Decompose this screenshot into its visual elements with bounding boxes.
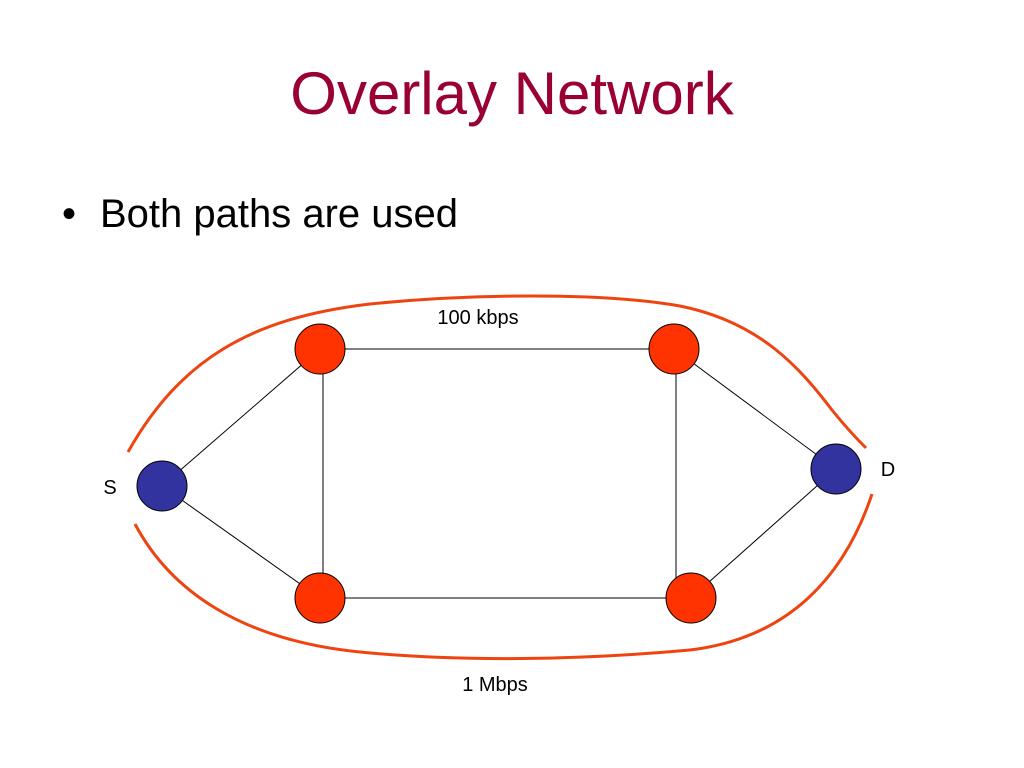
overlay-node-top-left [294,323,346,375]
top-path-bandwidth-label: 100 kbps [437,307,518,329]
source-node [136,460,188,512]
destination-label: D [881,459,895,481]
source-label: S [103,477,116,499]
link-top-right-d [673,348,837,470]
top-overlay-path [126,294,868,453]
bottom-overlay-path [133,493,874,661]
bullet-list: • Both paths are used [62,190,458,238]
overlay-node-bottom-right [665,572,717,624]
link-s-bottom-left [161,485,321,599]
link-bottom-right-d [690,468,837,599]
bullet-text: Both paths are used [100,192,459,236]
bullet-marker: • [62,192,77,236]
bullet-item: • Both paths are used [62,190,458,238]
slide-title: Overlay Network [290,60,734,127]
bottom-path-bandwidth-label: 1 Mbps [462,674,528,696]
overlay-node-bottom-left [294,572,346,624]
link-s-top-left [161,348,321,487]
links [161,348,837,599]
overlay-node-top-right [648,323,700,375]
destination-node [810,443,862,495]
